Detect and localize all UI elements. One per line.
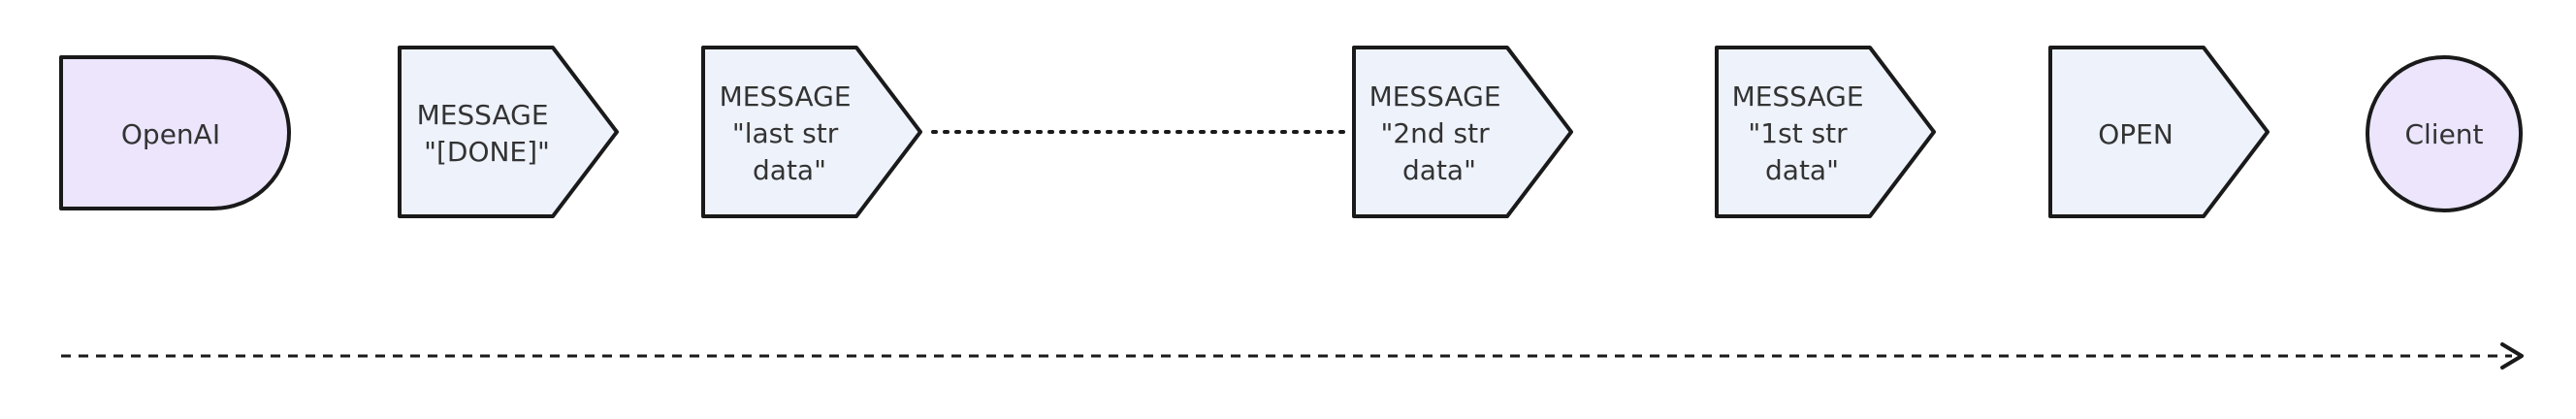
node-message-1st-line-3: data" bbox=[1765, 154, 1839, 186]
node-message-1st: MESSAGE "1st str data" bbox=[1715, 46, 1936, 218]
node-message-2nd-line-3: data" bbox=[1402, 154, 1476, 186]
node-client-shape bbox=[2366, 55, 2523, 212]
node-message-1st-line-1: MESSAGE bbox=[1732, 81, 1864, 113]
node-open-label: OPEN bbox=[2098, 118, 2174, 150]
timeline-arrow bbox=[61, 342, 2524, 370]
node-message-2nd-line-2: "2nd str bbox=[1380, 117, 1490, 149]
node-open: OPEN bbox=[2048, 46, 2270, 218]
node-message-done-line-2: "[DONE]" bbox=[424, 136, 550, 168]
node-message-1st-line-2: "1st str bbox=[1748, 117, 1848, 149]
node-message-last-label: MESSAGE "last str data" bbox=[720, 81, 860, 186]
node-message-done-label: MESSAGE "[DONE]" bbox=[417, 99, 558, 168]
node-openai-shape bbox=[59, 55, 291, 210]
node-client-label: Client bbox=[2404, 118, 2483, 150]
timeline-arrowhead-icon bbox=[2500, 342, 2524, 370]
node-message-last-line-1: MESSAGE bbox=[720, 81, 852, 113]
node-open-shape bbox=[2048, 46, 2270, 218]
node-message-2nd-shape bbox=[1352, 46, 1573, 218]
node-message-done: MESSAGE "[DONE]" bbox=[398, 46, 619, 218]
node-message-2nd: MESSAGE "2nd str data" bbox=[1352, 46, 1573, 218]
node-message-1st-label: MESSAGE "1st str data" bbox=[1732, 81, 1873, 186]
node-message-last-line-3: data" bbox=[753, 154, 826, 186]
node-openai: OpenAI bbox=[59, 55, 291, 210]
node-message-1st-shape bbox=[1715, 46, 1936, 218]
node-openai-label: OpenAI bbox=[121, 118, 220, 150]
node-client: Client bbox=[2366, 55, 2523, 212]
node-message-2nd-line-1: MESSAGE bbox=[1369, 81, 1501, 113]
node-message-2nd-label: MESSAGE "2nd str data" bbox=[1369, 81, 1510, 186]
node-message-last-line-2: "last str bbox=[732, 117, 839, 149]
node-message-last-shape bbox=[701, 46, 922, 218]
node-message-last: MESSAGE "last str data" bbox=[701, 46, 922, 218]
node-message-done-line-1: MESSAGE bbox=[417, 99, 549, 131]
node-message-done-shape bbox=[398, 46, 619, 218]
